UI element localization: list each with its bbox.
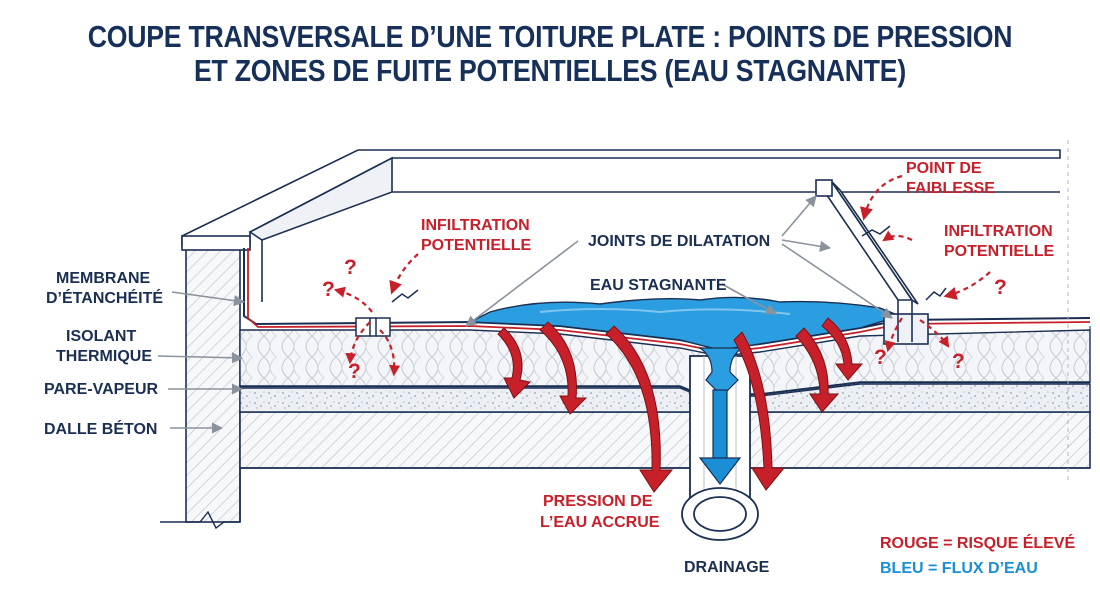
legend-red: ROUGE = RISQUE ÉLEVÉ (880, 533, 1075, 552)
standing-water-label: EAU STAGNANTE (590, 277, 727, 294)
infiltration-right-line2: POTENTIELLE (944, 243, 1055, 260)
expansion-joints-label: JOINTS DE DILATATION (588, 233, 770, 250)
membrane-label-line1: MEMBRANE (56, 270, 151, 287)
water-flow-into-drain (698, 347, 744, 397)
title-line-2: ET ZONES DE FUITE POTENTIELLES (EAU STAG… (194, 53, 906, 88)
concrete-slab-label: DALLE BÉTON (44, 419, 157, 438)
insulation-label-line2: THERMIQUE (56, 348, 152, 365)
question-mark-4: ? (994, 276, 1007, 299)
infiltration-right-detail (859, 174, 991, 353)
left-wall (185, 243, 241, 523)
question-marks: ? ? ? ? ? ? (322, 256, 1007, 383)
infiltration-left-detail (333, 253, 419, 377)
title-line-1: COUPE TRANSVERSALE D’UNE TOITURE PLATE :… (87, 19, 1013, 54)
pressure-label-line2: L’EAU ACCRUE (540, 514, 660, 531)
pressure-label-line1: PRESSION DE (543, 493, 653, 510)
question-mark-3: ? (348, 360, 361, 383)
page-title: COUPE TRANSVERSALE D’UNE TOITURE PLATE :… (77, 20, 1023, 88)
infiltration-right-line1: INFILTRATION (944, 223, 1053, 240)
legend: ROUGE = RISQUE ÉLEVÉ BLEU = FLUX D’EAU (880, 533, 1075, 577)
weak-point-line1: POINT DE (906, 160, 982, 177)
expansion-joint-left (355, 317, 391, 337)
leader-lines (157, 195, 893, 434)
vapour-barrier-label: PARE-VAPEUR (44, 381, 159, 398)
pressure-arrows (497, 317, 864, 493)
infiltration-left-line2: POTENTIELLE (421, 237, 532, 254)
concrete-slab (160, 411, 1091, 530)
question-mark-5: ? (874, 346, 887, 369)
right-parapet (815, 179, 929, 345)
question-mark-1: ? (344, 256, 357, 279)
question-mark-6: ? (952, 350, 965, 373)
weak-point-line2: FAIBLESSE (906, 180, 995, 197)
layer-labels: MEMBRANE D’ÉTANCHÉITÉ ISOLANT THERMIQUE … (44, 270, 163, 438)
standing-water (467, 296, 903, 351)
infiltration-left-line1: INFILTRATION (421, 217, 530, 234)
membrane-label-line2: D’ÉTANCHÉITÉ (46, 288, 163, 307)
water-flow-arrow (698, 389, 742, 485)
legend-blue: BLEU = FLUX D’EAU (880, 560, 1038, 577)
insulation-label-line1: ISOLANT (66, 328, 136, 345)
question-mark-2: ? (322, 278, 335, 301)
drainage-label: DRAINAGE (684, 559, 770, 576)
